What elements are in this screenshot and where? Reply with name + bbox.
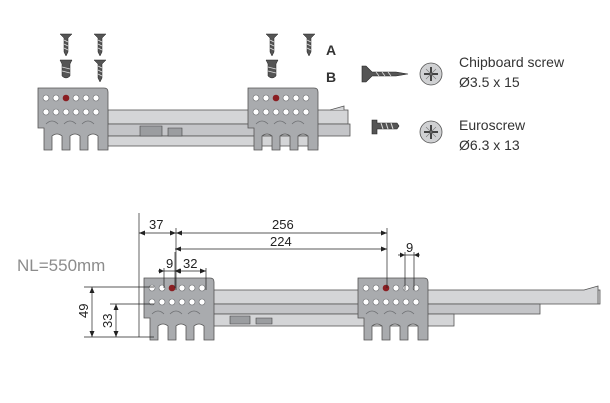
screw-b-left-1 [59, 59, 73, 79]
bottom-bracket-left [143, 277, 215, 341]
dim-32-label: 32 [183, 256, 197, 271]
bottom-bracket-right [357, 277, 429, 341]
chipboard-screw-size: Ø3.5 x 15 [459, 74, 520, 90]
screw-a-left-1 [59, 33, 73, 57]
screw-row-a-label: A [326, 42, 336, 58]
screw-a-left-2 [93, 33, 107, 57]
chipboard-screw-name: Chipboard screw [459, 54, 565, 70]
screw-row-b-label: B [326, 69, 336, 85]
chipboard-screw-icon [361, 65, 409, 83]
nominal-length-label: NL=550mm [17, 256, 105, 275]
dim-9-left-label: 9 [166, 256, 173, 271]
dim-256-label: 256 [272, 217, 294, 232]
screw-b-right-1 [265, 59, 279, 79]
dim-9-right-label: 9 [406, 240, 413, 255]
dim-49-label: 49 [76, 304, 91, 318]
dim-37-label: 37 [149, 217, 163, 232]
dim-224-label: 224 [270, 234, 292, 249]
screw-legend: Chipboard screw Ø3.5 x 15 Euroscrew Ø6.3… [361, 54, 565, 153]
top-bracket-left [37, 87, 109, 151]
top-runner-assembly: A B [37, 33, 351, 151]
euroscrew-name: Euroscrew [459, 117, 526, 133]
euroscrew-size: Ø6.3 x 13 [459, 137, 520, 153]
screw-a-right-1 [265, 33, 279, 57]
dimension-arrowheads [89, 230, 419, 337]
chipboard-screw-head-icon [419, 62, 443, 86]
bottom-runner-assembly [143, 277, 601, 341]
screw-b-left-2 [93, 59, 107, 83]
euroscrew-icon [371, 119, 400, 135]
euroscrew-head-icon [419, 120, 443, 144]
screw-a-right-2 [302, 33, 316, 57]
dim-33-label: 33 [100, 314, 115, 328]
